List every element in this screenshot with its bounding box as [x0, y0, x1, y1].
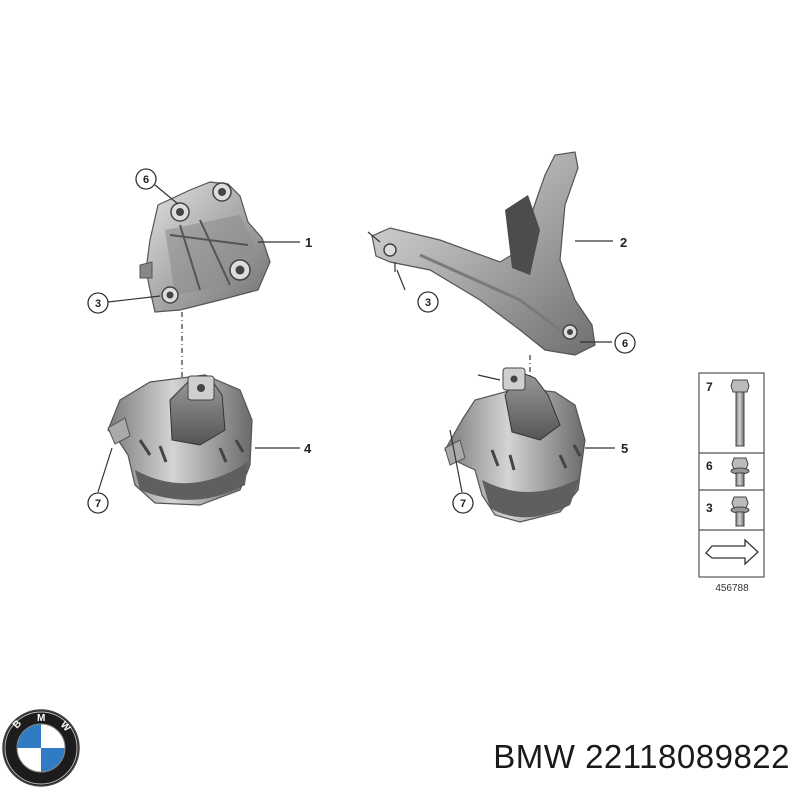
callout-7-left-text: 7: [95, 498, 101, 510]
flange-bolt-icon: [730, 457, 750, 487]
kit-row-6-number: 6: [706, 459, 713, 473]
direction-arrow-icon: [705, 538, 759, 566]
kit-row-3-number: 3: [706, 501, 713, 515]
kit-row-7-number: 7: [706, 380, 713, 394]
bmw-logo: B M W: [2, 709, 80, 787]
callout-6-left: 6: [135, 168, 157, 190]
callout-7-left: 7: [87, 492, 109, 514]
engine-mount-part-4: [107, 374, 253, 506]
callout-3-left-text: 3: [95, 298, 101, 310]
svg-text:M: M: [37, 713, 45, 724]
support-arm-part-2: [367, 151, 596, 385]
callout-3-left: 3: [87, 292, 109, 314]
callout-7-right: 7: [452, 492, 474, 514]
part-number-caption: BMW 22118089822: [493, 738, 790, 775]
callout-6-right-text: 6: [622, 338, 628, 350]
label-part-2: 2: [620, 235, 627, 250]
engine-bracket-part-1: [139, 181, 271, 380]
short-bolt-icon: [730, 496, 750, 527]
callout-6-right: 6: [614, 332, 636, 354]
callout-7-right-text: 7: [460, 498, 466, 510]
callout-6-left-text: 6: [143, 174, 149, 186]
label-part-4: 4: [304, 441, 312, 456]
drawing-id: 456788: [715, 583, 749, 594]
engine-mount-part-5: [444, 367, 586, 523]
callout-3-right-text: 3: [425, 297, 431, 309]
long-bolt-icon: [730, 379, 750, 447]
label-part-1: 1: [305, 235, 312, 250]
label-part-5: 5: [621, 441, 628, 456]
callout-3-right: 3: [417, 291, 439, 313]
fastener-kit-panel: 7 6 3 456788: [698, 372, 765, 594]
leader-lines: [97, 184, 615, 493]
